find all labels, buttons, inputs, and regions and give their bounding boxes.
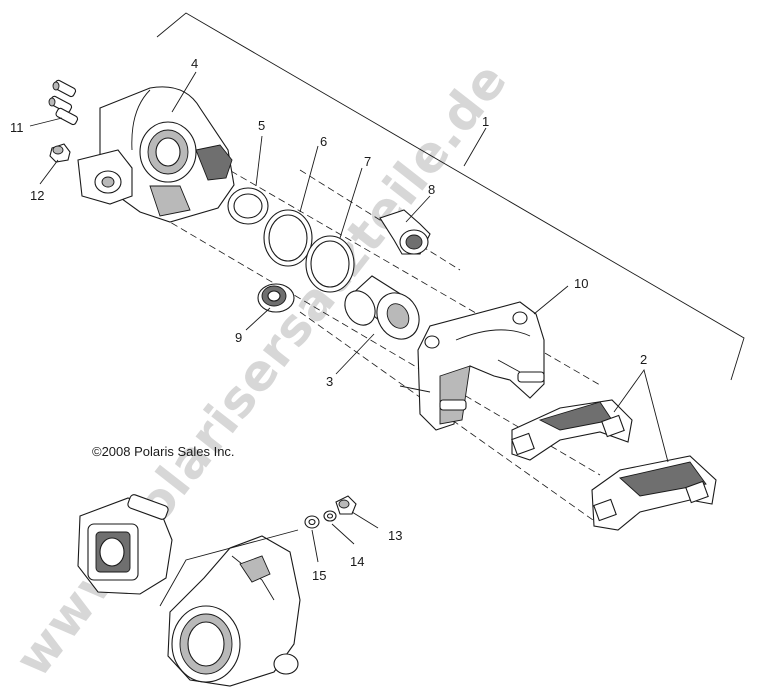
- piston-3: [344, 275, 420, 340]
- seal-ring-7: [305, 235, 355, 293]
- callout-4: 4: [191, 56, 198, 71]
- leader-lines: [29, 71, 669, 607]
- callout-13: 13: [388, 528, 402, 543]
- screw-13: [335, 495, 357, 515]
- bushing-9: [257, 283, 295, 313]
- callout-14: 14: [350, 554, 364, 569]
- mounting-bracket-10: [399, 301, 545, 431]
- inset-caliper: [77, 494, 173, 595]
- callout-12: 12: [30, 188, 44, 203]
- washer-14: [323, 510, 337, 522]
- callout-5: 5: [258, 118, 265, 133]
- callout-8: 8: [428, 182, 435, 197]
- callout-3: 3: [326, 374, 333, 389]
- brake-pad-2: [511, 399, 717, 531]
- callout-6: 6: [320, 134, 327, 149]
- callout-10: 10: [574, 276, 588, 291]
- alignment-lines: [123, 159, 601, 526]
- callouts: 1 2 3 4 5 6 7 8 9 10 11 12 13 14 15: [10, 56, 647, 583]
- callout-11: 11: [10, 120, 24, 135]
- washer-15: [304, 515, 320, 529]
- knuckle-hub: [167, 535, 301, 687]
- caliper-housing: [77, 86, 235, 223]
- seal-ring-5: [227, 187, 269, 225]
- callout-9: 9: [235, 330, 242, 345]
- callout-2: 2: [640, 352, 647, 367]
- copyright-text: ©2008 Polaris Sales Inc.: [92, 444, 235, 459]
- assembly-bracket-1: [156, 12, 745, 381]
- callout-7: 7: [364, 154, 371, 169]
- bleeder-8: [379, 209, 431, 255]
- callout-1: 1: [482, 114, 489, 129]
- seal-ring-6: [263, 209, 313, 267]
- bolt-11: [48, 79, 79, 126]
- callout-15: 15: [312, 568, 326, 583]
- bushing-12: [49, 143, 71, 163]
